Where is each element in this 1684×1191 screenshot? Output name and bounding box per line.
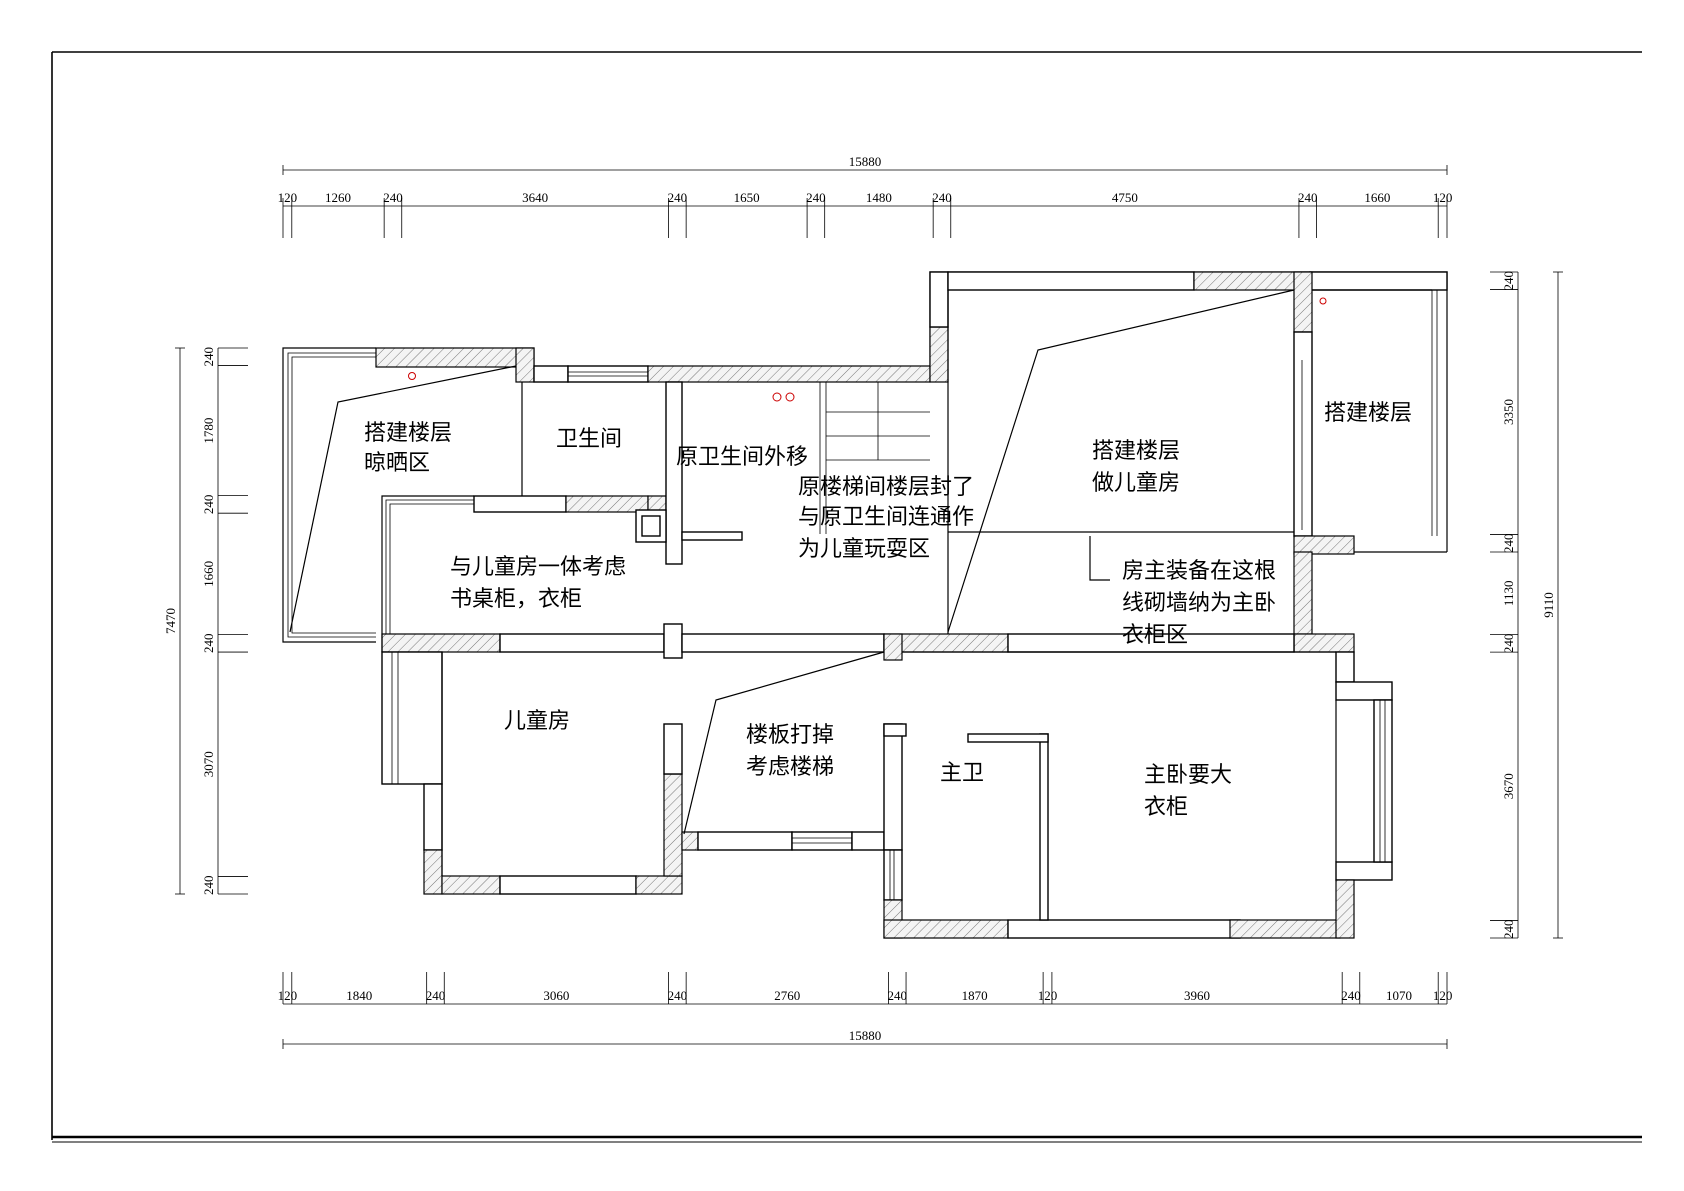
- label-study-note-2: 书桌柜，衣柜: [450, 587, 582, 612]
- dimension-label: 2760: [774, 988, 800, 1003]
- dimension-label: 240: [201, 634, 216, 654]
- dimension-label: 240: [201, 875, 216, 895]
- drawing-frame: [51, 51, 1642, 1143]
- dimension-label: 240: [932, 190, 952, 205]
- dimension-label: 120: [278, 190, 298, 205]
- wall-segment: [1193, 271, 1311, 291]
- dimension-label: 120: [1038, 988, 1058, 1003]
- dimension-label: 1130: [1501, 581, 1516, 607]
- label-stair-note-2: 与原卫生间连通作: [798, 505, 974, 530]
- wall-segment: [381, 633, 501, 653]
- label-east-roof: 搭建楼层: [1324, 401, 1412, 426]
- dimension-total-label: 15880: [849, 1028, 882, 1043]
- dimension-label: 240: [201, 495, 216, 515]
- dimension-label: 1070: [1386, 988, 1412, 1003]
- dimension-total-label: 9110: [1541, 592, 1556, 618]
- dimension-label: 240: [1501, 919, 1516, 939]
- dimension-label: 3960: [1184, 988, 1210, 1003]
- wall-segment: [1293, 551, 1313, 635]
- dimension-label: 120: [1433, 190, 1453, 205]
- marker-dot: [1319, 297, 1327, 305]
- wall-segment: [533, 365, 569, 383]
- dimension-label: 240: [806, 190, 826, 205]
- label-owner-note-2: 线砌墙纳为主卧: [1122, 591, 1276, 616]
- dimension-label: 240: [426, 988, 446, 1003]
- dimension-label: 3350: [1501, 399, 1516, 425]
- dimension-label: 1260: [325, 190, 351, 205]
- dimension-label: 1480: [866, 190, 892, 205]
- dimension-label: 240: [1298, 190, 1318, 205]
- label-owner-note-1: 房主装备在这根: [1122, 559, 1276, 584]
- walls: [282, 271, 1448, 939]
- dimension-label: 120: [278, 988, 298, 1003]
- window-segment: [567, 365, 649, 383]
- dimension-label: 1660: [201, 561, 216, 587]
- dimension-chain-left: 7470 240 1780 240 1660 240 3070 240: [163, 347, 248, 895]
- label-study-note-1: 与儿童房一体考虑: [450, 555, 626, 580]
- dimension-label: 240: [1501, 634, 1516, 654]
- label-master-bed-2: 衣柜: [1144, 795, 1188, 820]
- dimension-label: 240: [383, 190, 403, 205]
- dimension-label: 3070: [201, 751, 216, 777]
- dimension-label: 240: [888, 988, 908, 1003]
- wall-segment: [635, 875, 683, 895]
- dimension-label: 1840: [346, 988, 372, 1003]
- label-bath-old: 卫生间: [556, 427, 622, 452]
- label-kids-extra-2: 做儿童房: [1092, 471, 1180, 496]
- wall-segment: [1335, 879, 1355, 939]
- label-west-roof-2: 晾晒区: [364, 451, 430, 476]
- dimension-label: 1650: [734, 190, 760, 205]
- marker-dot: [785, 392, 795, 402]
- wall-segment: [929, 326, 949, 383]
- dimension-total-label: 15880: [849, 154, 882, 169]
- dimension-label: 3640: [522, 190, 548, 205]
- label-bath-moved: 原卫生间外移: [676, 445, 808, 470]
- dimension-label: 4750: [1112, 190, 1138, 205]
- dimension-chain-right: 9110 240 3350 240 1130 240 3670 240: [1490, 271, 1563, 939]
- label-slab-note-2: 考虑楼梯: [746, 755, 834, 780]
- dimension-label: 240: [201, 347, 216, 367]
- label-west-roof-1: 搭建楼层: [364, 421, 452, 446]
- label-kids-extra-1: 搭建楼层: [1092, 439, 1180, 464]
- wall-segment: [375, 347, 535, 368]
- wall-segment: [647, 365, 931, 383]
- label-master-bed-1: 主卧要大: [1144, 763, 1232, 788]
- dimension-label: 240: [1501, 271, 1516, 291]
- wall-segment: [515, 347, 535, 383]
- label-stair-note-3: 为儿童玩耍区: [798, 537, 930, 562]
- dimension-label: 240: [1341, 988, 1361, 1003]
- wall-segment: [663, 773, 683, 877]
- wall-segment: [1229, 919, 1341, 939]
- label-slab-note-1: 楼板打掉: [746, 723, 834, 748]
- label-kids-room: 儿童房: [504, 709, 570, 734]
- wall-segment: [1293, 271, 1313, 333]
- dimension-label: 1870: [962, 988, 988, 1003]
- dimension-chain-top: 15880 120 1260 240 3640 240 1650 240 1480 240 4750…: [278, 154, 1453, 238]
- label-master-bath: 主卫: [940, 761, 984, 786]
- marker-dot: [408, 372, 416, 380]
- annotation-lines: [289, 289, 1327, 835]
- dimension-label: 3670: [1501, 773, 1516, 799]
- dimension-label: 240: [1501, 533, 1516, 553]
- wall-segment: [423, 849, 443, 895]
- wall-segment: [1293, 535, 1355, 555]
- wall-segment: [1293, 633, 1355, 653]
- label-owner-note-3: 衣柜区: [1122, 623, 1188, 648]
- label-stair-note-1: 原楼梯间楼层封了: [798, 475, 974, 500]
- marker-dot: [772, 392, 782, 402]
- wall-segment: [441, 875, 501, 895]
- wall-segment: [681, 831, 699, 851]
- room-labels: 搭建楼层 晾晒区 卫生间 原卫生间外移 原楼梯间楼层封了 与原卫生间连通作 为儿…: [364, 401, 1412, 820]
- wall-segment: [883, 919, 1009, 939]
- dimension-label: 120: [1433, 988, 1453, 1003]
- dimension-chain-bottom: 15880 120 1840 240 3060 240 2760 240 1870 120 3960…: [278, 972, 1453, 1049]
- dimension-label: 1660: [1364, 190, 1390, 205]
- dimension-label: 1780: [201, 418, 216, 444]
- dimension-total-label: 7470: [163, 608, 178, 634]
- dimension-label: 240: [668, 988, 688, 1003]
- dimension-label: 3060: [543, 988, 569, 1003]
- wall-segment: [883, 633, 903, 661]
- dimension-label: 240: [668, 190, 688, 205]
